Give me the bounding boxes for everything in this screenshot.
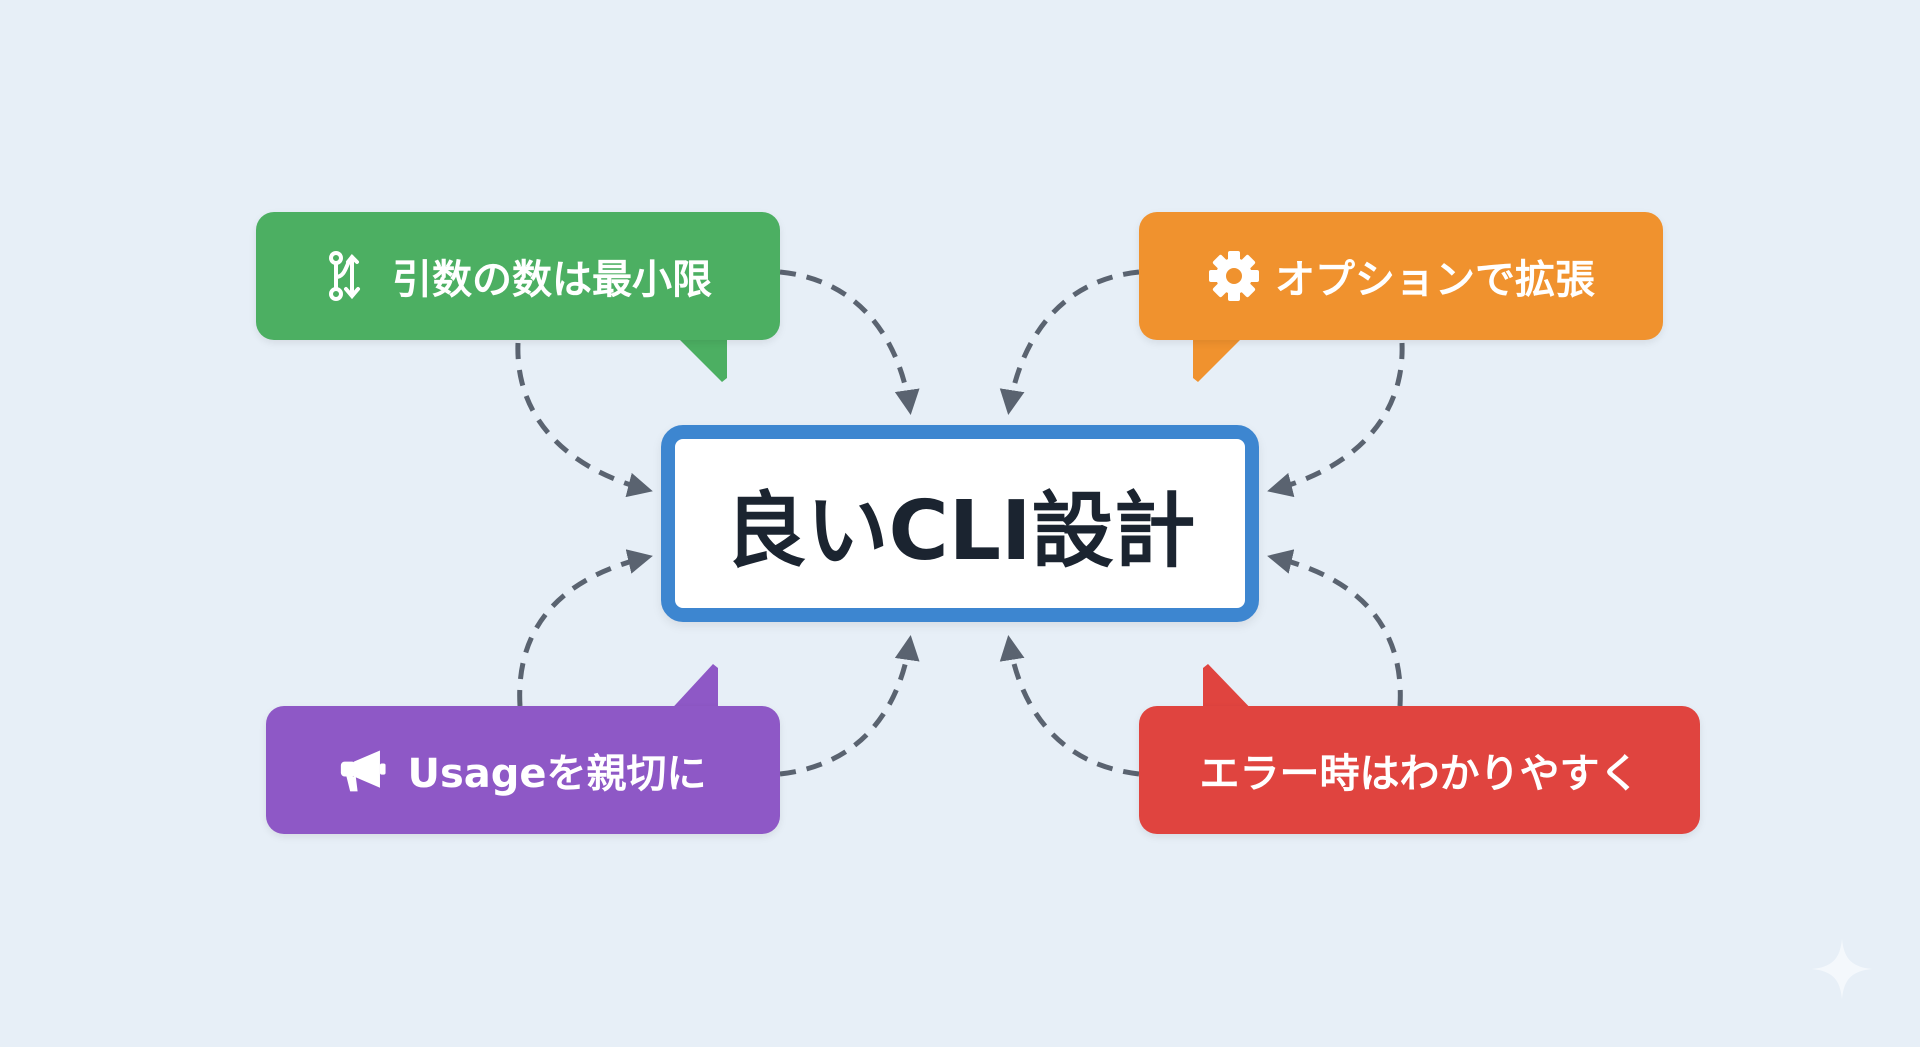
central-topic: 良いCLI設計 — [661, 425, 1259, 622]
arrow-orange-bottom — [1267, 342, 1405, 498]
bubble-friendly-usage: Usageを親切に — [266, 706, 780, 834]
bubble-label: Usageを親切に — [407, 751, 707, 797]
arrow-orange-left — [999, 269, 1140, 415]
git-branch-icon — [324, 249, 378, 303]
arrow-purple-top — [517, 549, 653, 707]
green-bubble-tail — [670, 330, 727, 382]
gear-icon — [1207, 249, 1261, 303]
sparkle-icon — [1812, 939, 1872, 999]
central-title: 良いCLI設計 — [724, 484, 1196, 579]
red-bubble-tail — [1203, 664, 1258, 716]
bubble-label: エラー時はわかりやすく — [1199, 751, 1640, 797]
arrow-red-left — [999, 635, 1140, 777]
bubble-clear-errors: エラー時はわかりやすく — [1139, 706, 1700, 834]
arrow-red-top — [1267, 549, 1403, 707]
purple-bubble-tail — [665, 664, 718, 716]
bubble-label: オプションで拡張 — [1275, 257, 1595, 303]
bubble-extend-with-options: オプションで拡張 — [1139, 212, 1663, 340]
bubble-label: 引数の数は最小限 — [392, 257, 712, 303]
arrow-purple-right — [779, 635, 920, 777]
bubble-minimal-arguments: 引数の数は最小限 — [256, 212, 780, 340]
orange-bubble-tail — [1193, 330, 1250, 382]
arrow-green-bottom — [515, 342, 653, 498]
megaphone-icon — [339, 743, 393, 797]
arrow-green-right — [779, 269, 920, 415]
